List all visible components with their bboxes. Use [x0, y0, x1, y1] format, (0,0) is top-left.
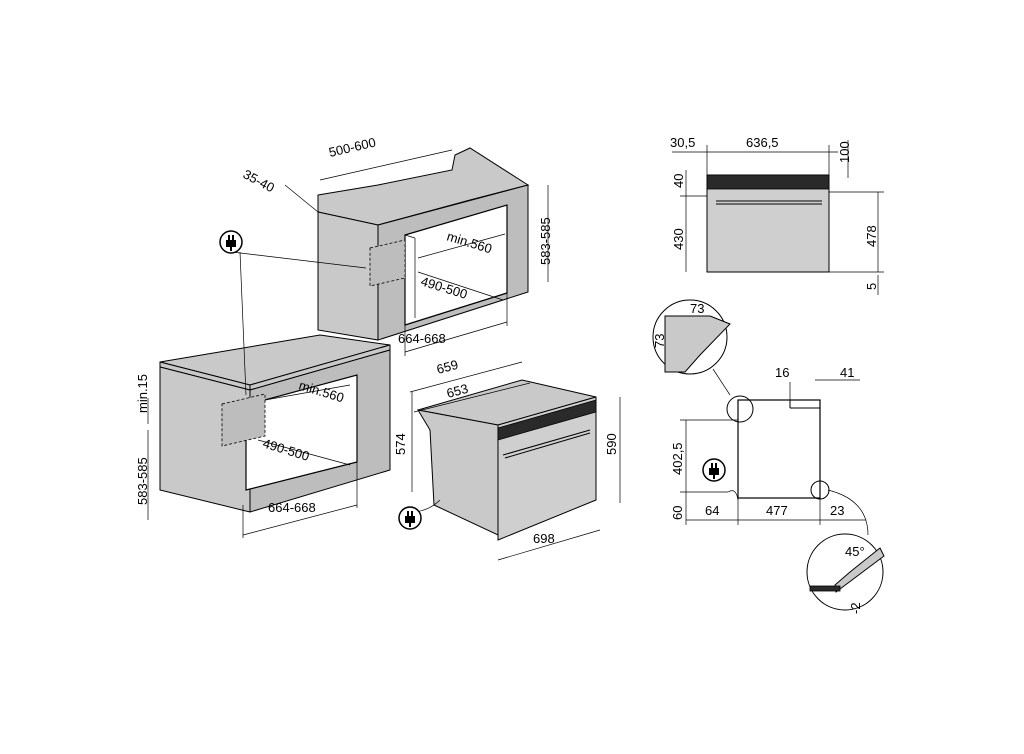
oven-depth-label: 698	[533, 531, 555, 546]
oven-height-back-label: 574	[393, 433, 408, 455]
oven-width-inner-label: 653	[445, 381, 470, 401]
side-angle-label: 45°	[845, 544, 865, 559]
front-total-height-label: 478	[864, 225, 879, 247]
side-front-depth-label: 41	[840, 365, 854, 380]
detail-a-v-label: 73	[652, 334, 667, 348]
plug-icon	[702, 458, 726, 482]
front-bottom-label: 5	[864, 283, 879, 290]
oven-side-view	[652, 299, 885, 611]
oven-height-front-label: 590	[604, 433, 619, 455]
dimension-lines	[147, 140, 884, 561]
oven-iso	[414, 379, 597, 541]
under-width-label: 664-668	[268, 500, 316, 515]
tall-back-gap-label: 35-40	[241, 166, 277, 195]
plug-icon	[398, 506, 422, 530]
side-front-label: 23	[830, 503, 844, 518]
oven-front-view	[706, 174, 830, 273]
side-base-label: 60	[670, 506, 685, 520]
detail-bottom-circle	[806, 533, 884, 611]
side-depth-label: 477	[766, 503, 788, 518]
plug-icon	[219, 230, 243, 254]
under-height-label: 583-585	[135, 457, 150, 505]
detail-top-circle	[652, 299, 728, 375]
front-panel-label: 40	[671, 174, 686, 188]
side-top-step-label: 16	[775, 365, 789, 380]
oven-width-top-label: 659	[435, 357, 460, 377]
front-width-label: 636,5	[746, 135, 779, 150]
side-offset-label: -2	[848, 602, 863, 614]
tall-width-label: 664-668	[398, 331, 446, 346]
tall-height-label: 583-585	[538, 217, 553, 265]
detail-a-h-label: 73	[690, 301, 704, 316]
under-top-gap-label: min.15	[135, 374, 150, 413]
front-left-margin-label: 30,5	[670, 135, 695, 150]
front-top-label: 100	[837, 141, 852, 163]
under-counter-cabinet	[159, 334, 391, 513]
side-height-label: 402,5	[670, 442, 685, 475]
tall-depth-label: 500-600	[327, 135, 377, 160]
tall-cabinet	[317, 147, 530, 341]
side-rear-label: 64	[705, 503, 719, 518]
front-door-label: 430	[671, 228, 686, 250]
